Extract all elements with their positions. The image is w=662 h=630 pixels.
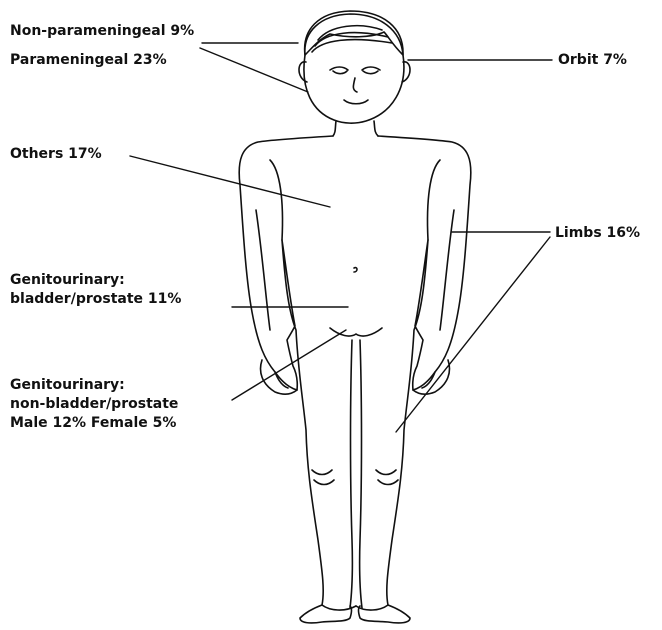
label-genitourinary-bladder-line2: bladder/prostate 11% [10, 290, 181, 309]
mouth [344, 100, 368, 104]
nose [353, 78, 357, 92]
label-orbit-text: Orbit 7% [558, 52, 627, 68]
label-genitourinary-non-bladder-line3: Male 12% Female 5% [10, 414, 178, 433]
eye-left [330, 67, 348, 70]
label-non-parameningeal: Non-parameningeal 9% [10, 22, 194, 41]
leader-gu-non-bladder [232, 330, 346, 400]
label-non-parameningeal-text: Non-parameningeal 9% [10, 23, 194, 39]
inner-leg-right [360, 340, 362, 608]
head-outline [304, 11, 404, 123]
knee-left [312, 470, 332, 475]
label-genitourinary-bladder: Genitourinary: bladder/prostate 11% [10, 271, 181, 309]
leader-parameningeal [200, 48, 308, 92]
body-outline-left [239, 136, 356, 610]
label-orbit: Orbit 7% [558, 51, 627, 70]
navel [354, 268, 357, 272]
knee-right [376, 470, 396, 475]
label-others-text: Others 17% [10, 146, 102, 162]
label-genitourinary-non-bladder: Genitourinary: non-bladder/prostate Male… [10, 376, 178, 433]
label-others: Others 17% [10, 145, 102, 164]
label-genitourinary-non-bladder-line2: non-bladder/prostate [10, 395, 178, 414]
label-parameningeal-text: Parameningeal 23% [10, 52, 167, 68]
leader-others [130, 156, 330, 207]
body-outline-right [356, 136, 471, 610]
ear-left [299, 62, 307, 82]
label-parameningeal: Parameningeal 23% [10, 51, 167, 70]
eye-right [362, 67, 380, 70]
label-genitourinary-bladder-line1: Genitourinary: [10, 271, 181, 290]
label-limbs: Limbs 16% [555, 224, 640, 243]
label-genitourinary-non-bladder-line1: Genitourinary: [10, 376, 178, 395]
label-limbs-text: Limbs 16% [555, 225, 640, 241]
inner-leg-left [350, 340, 352, 608]
